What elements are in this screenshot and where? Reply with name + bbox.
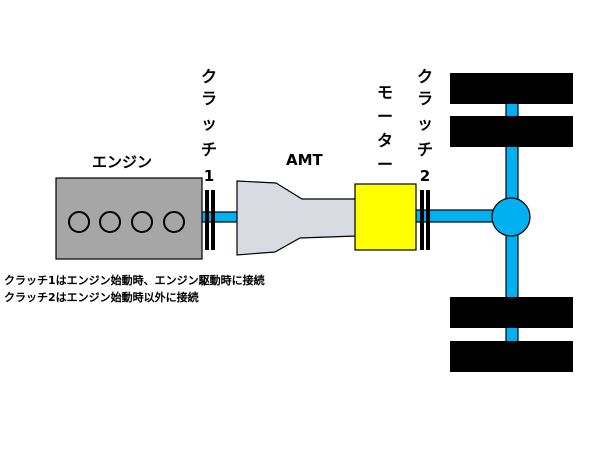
clutch1-plate-right [211,190,215,250]
engine-block [55,177,203,260]
wheel-rear-right [450,341,573,372]
engine-cylinder-3 [131,211,153,233]
amt-housing [236,180,357,256]
motor-block [354,183,417,251]
clutch2-label: ク ラ ッ チ 2 [417,67,433,185]
engine-cylinder-4 [163,211,185,233]
note-clutch1: クラッチ1はエンジン始動時、エンジン駆動時に接続 [4,273,265,287]
clutch1-char: ラ [201,89,217,108]
clutch2-char: チ [417,140,433,159]
clutch1-char: ク [201,67,217,86]
clutch2-plate-right [426,190,430,250]
clutch1-char: チ [201,140,217,159]
motor-label: モ ー タ ー [377,83,393,174]
clutch2-char: ッ [417,114,433,133]
clutch2-char: 2 [420,167,430,185]
motor-char: タ [377,131,393,150]
motor-char: モ [377,83,393,102]
clutch1-char: ッ [201,114,217,133]
clutch2-char: ク [417,67,433,86]
engine-cylinder-1 [68,211,90,233]
clutch1-char: 1 [204,167,214,185]
differential-hub [491,197,531,237]
note-clutch2: クラッチ2はエンジン始動時以外に接続 [4,290,199,304]
engine-cylinder-2 [99,211,121,233]
clutch2-plate-left [420,190,424,250]
wheel-front-right [450,116,573,147]
motor-char: ー [377,107,393,126]
motor-char: ー [377,155,393,174]
amt-label: AMT [286,151,324,169]
clutch1-plate-left [205,190,209,250]
engine-label: エンジン [92,153,152,171]
clutch1-label: ク ラ ッ チ 1 [201,67,217,185]
wheel-rear-left [450,297,573,328]
clutch2-char: ラ [417,89,433,108]
wheel-front-left [450,73,573,104]
